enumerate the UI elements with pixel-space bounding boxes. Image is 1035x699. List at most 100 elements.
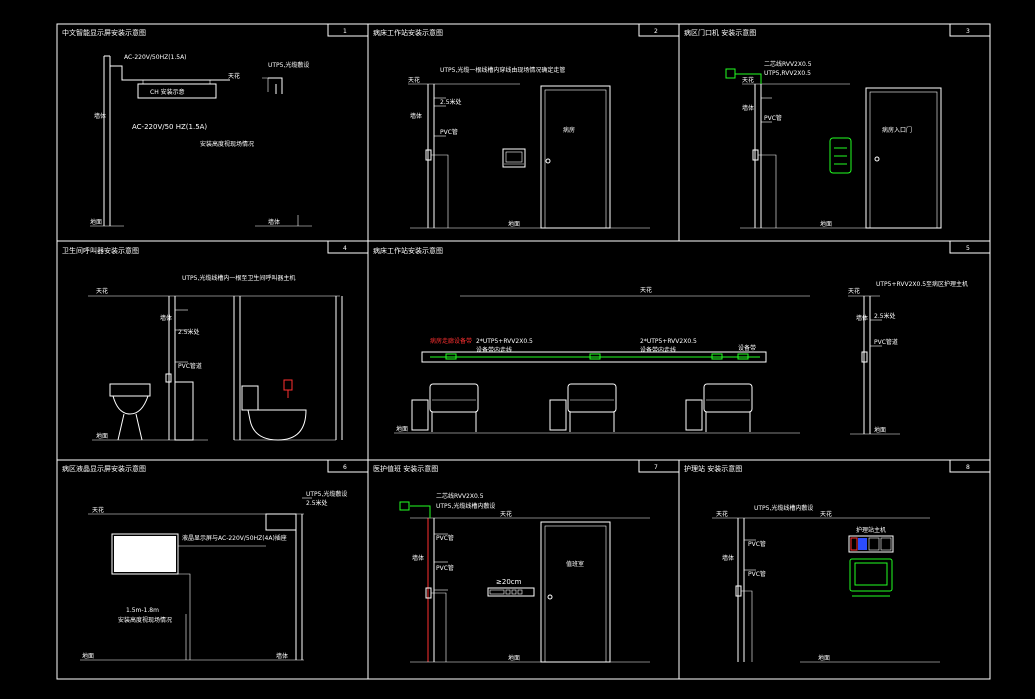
p4-label-wall: 墙体: [160, 314, 172, 322]
p7-label-wire: 二芯线RVV2X0.5: [436, 492, 484, 500]
p8-label-cable: UTP5,光缆线槽内敷设: [754, 504, 813, 512]
p6-label-wall: 墙体: [276, 652, 288, 660]
p2-label-room: 病房: [563, 126, 575, 134]
p5-label-side-ceiling: 天花: [848, 287, 860, 295]
panel-2-title: 病床工作站安装示意图: [373, 28, 443, 37]
panel-3-number: 3: [966, 28, 970, 35]
p7-label-pvc-a: PVC管: [436, 534, 454, 542]
p5-label-cable-b: 2*UTP5+RVV2X0.5: [640, 338, 697, 345]
bedside-terminal: [502, 148, 526, 168]
p2-label-cable: UTP5,光缆一根线槽内穿线由现场情况确定走管: [440, 66, 565, 74]
p5-label-floor: 地面: [396, 425, 408, 433]
panel-6-drawing: [80, 497, 312, 661]
duty-light-device: [399, 501, 410, 511]
p8-label-pvc-a: PVC管: [748, 540, 766, 548]
panel-3-title: 病区门口机 安装示意图: [684, 28, 756, 37]
panel-8-drawing: [712, 517, 940, 663]
p5-label-side-height: 2.5米处: [874, 312, 896, 320]
hospital-bed-3: [703, 383, 753, 413]
drawing-frame: [56, 23, 991, 680]
p1-label-floor: 地面: [90, 218, 102, 226]
hospital-bed-1: [429, 383, 479, 413]
p5-label-side-wall: 墙体: [856, 314, 868, 322]
lcd-display-panel: [111, 533, 179, 575]
led-display-sign: [137, 83, 217, 99]
door-light-device: [725, 68, 736, 79]
nurse-station-host: [849, 558, 893, 592]
p8-label-wall: 墙体: [722, 554, 734, 562]
p1-label-power-main: AC-220V/50 HZ(1.5A): [132, 123, 207, 131]
p3-label-wall: 墙体: [742, 104, 754, 112]
p6-label-power: 液晶显示屏与AC-220V/50HZ(4A)插座: [182, 534, 287, 542]
p1-label-sign: CH 安装示意: [150, 88, 185, 96]
p8-label-ceiling-a: 天花: [716, 510, 728, 518]
p5-label-side-pvc: PVC管道: [874, 338, 898, 346]
panel-3-drawing: [725, 68, 942, 229]
bedhead-unit-strip: [421, 351, 767, 363]
p1-label-cable: UTP5,光缆敷设: [268, 61, 309, 69]
p4-label-cable: UTP5,光缆线槽内一根至卫生间呼叫器主机: [182, 274, 295, 282]
p7-label-pvc-b: PVC管: [436, 564, 454, 572]
p5-label-route-b: 设备带内走线: [640, 346, 676, 354]
p2-label-wall: 墙体: [410, 112, 422, 120]
emergency-pull-button: [283, 379, 293, 391]
p1-label-wall-side: 墙体: [94, 112, 106, 120]
p7-label-floor: 地面: [508, 654, 520, 662]
p1-label-power: AC-220V/50HZ(1.5A): [124, 54, 187, 61]
p5-label-side-floor: 地面: [874, 426, 886, 434]
p5-label-strip: 设备带: [738, 344, 756, 352]
panel-1-drawing: [90, 55, 312, 227]
ward-door: [540, 85, 611, 229]
panel-4-number: 4: [343, 245, 347, 252]
toilet-left: [109, 383, 151, 397]
panel-8-number: 8: [966, 464, 970, 471]
panel-8-title: 护理站 安装示意图: [684, 464, 742, 473]
p6-label-height: 2.5米处: [306, 499, 328, 507]
p6-label-ceiling: 天花: [92, 506, 104, 514]
p5-label-corridor: 病房走廊设备带: [430, 337, 472, 345]
p3-label-door: 病房入口门: [882, 126, 912, 134]
panel-1-title: 中文智能显示屏安装示意图: [62, 28, 146, 37]
panel-7-number: 7: [654, 464, 658, 471]
p5-label-side-cable: UTP5+RVV2X0.5至病区护理主机: [876, 280, 968, 288]
p3-label-ceiling: 天花: [742, 76, 754, 84]
panel-5-drawing: [394, 295, 900, 435]
p1-label-height: 安装高度视现场情况: [200, 140, 254, 148]
p5-label-route-a: 设备带内走线: [476, 346, 512, 354]
p2-label-height: 2.5米处: [440, 98, 462, 106]
p1-label-wall: 墙体: [268, 218, 280, 226]
p1-label-ceiling: 天花: [228, 72, 240, 80]
duty-room-door: [540, 521, 611, 663]
ward-entrance-door: [865, 87, 942, 229]
panel-7-title: 医护值班 安装示意图: [373, 464, 438, 473]
p6-label-floor: 地面: [82, 652, 94, 660]
p2-label-ceiling: 天花: [408, 76, 420, 84]
toilet-right: [247, 409, 307, 441]
door-terminal: [829, 137, 852, 174]
panel-5-number: 5: [966, 245, 970, 252]
panel-1-number: 1: [343, 28, 347, 35]
toilet-cabinet: [174, 381, 194, 441]
p6-label-range: 1.5m-1.8m: [126, 607, 159, 614]
panel-7-drawing: [399, 501, 650, 663]
p3-label-floor: 地面: [820, 220, 832, 228]
p2-label-floor: 地面: [508, 220, 520, 228]
p8-label-host: 护理站主机: [856, 526, 886, 534]
p7-label-cable: UTP5,光缆线槽内敷设: [436, 502, 495, 510]
p4-label-height: 2.5米处: [178, 328, 200, 336]
panel-6-number: 6: [343, 464, 347, 471]
p3-label-pvc: PVC管: [764, 114, 782, 122]
p7-label-spacing: ≥20cm: [496, 578, 522, 586]
p4-label-floor: 地面: [96, 432, 108, 440]
nurse-station-sockets: [848, 535, 894, 553]
panel-2-number: 2: [654, 28, 658, 35]
p4-label-ceiling: 天花: [96, 287, 108, 295]
panel-5-title: 病床工作站安装示意图: [373, 246, 443, 255]
duty-terminal: [487, 587, 535, 597]
p7-label-wall: 墙体: [412, 554, 424, 562]
p3-label-cable: UTP5,RVV2X0.5: [764, 70, 811, 77]
p7-label-ceiling: 天花: [500, 510, 512, 518]
panel-6-title: 病区液晶显示屏安装示意图: [62, 464, 146, 473]
panel-4-drawing: [88, 295, 343, 441]
